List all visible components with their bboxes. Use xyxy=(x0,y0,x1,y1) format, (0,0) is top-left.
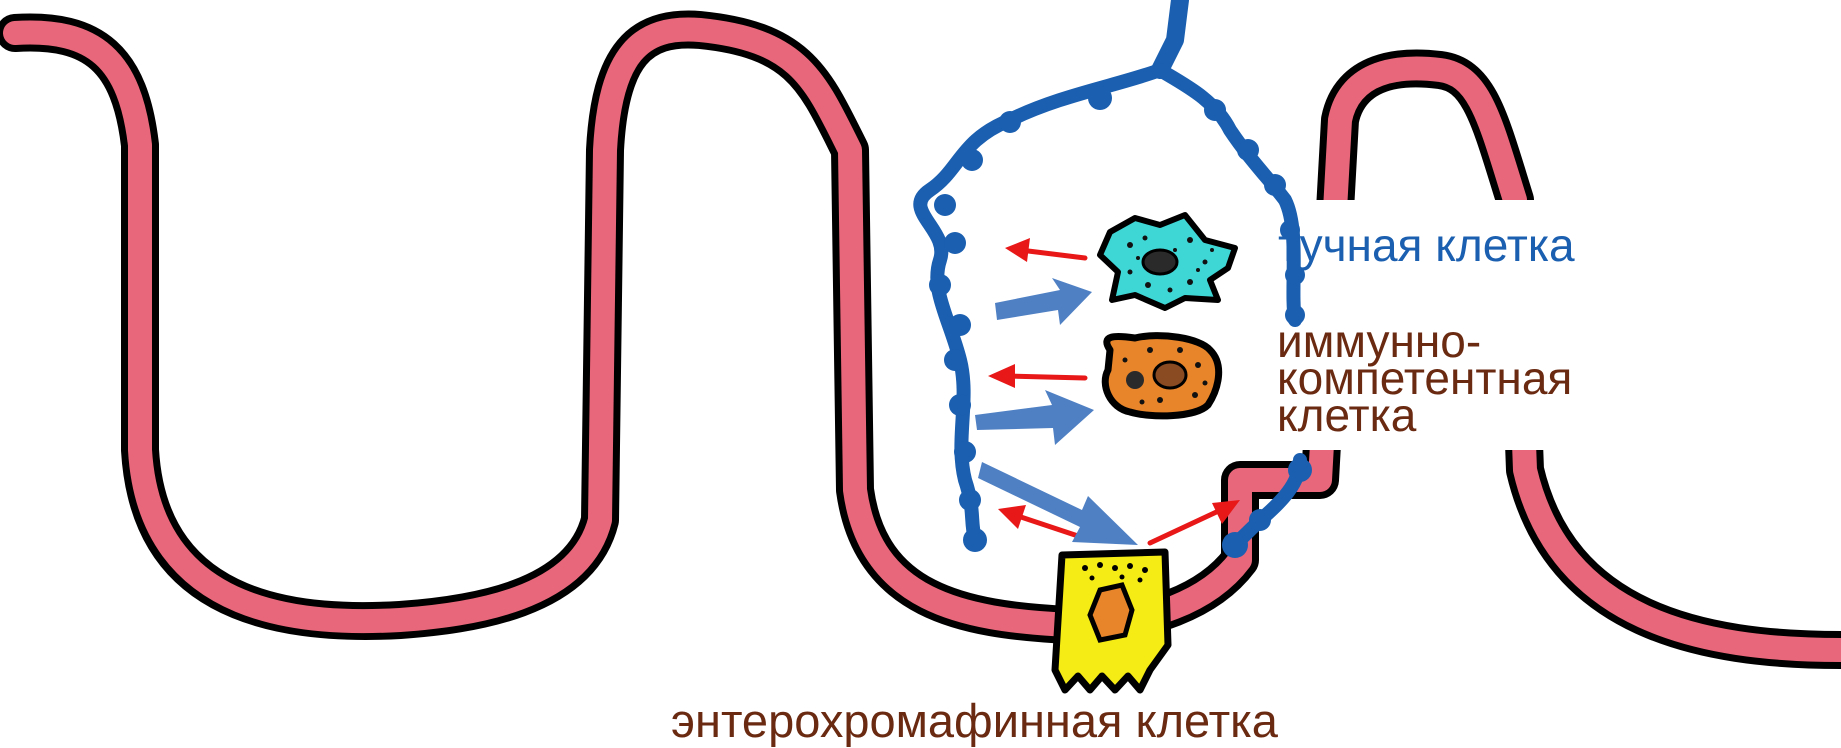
enterochromaffin-cell-label: энтерохромафинная клетка xyxy=(671,697,1278,744)
blue-arrow-to-immune xyxy=(975,390,1094,445)
immune-cell-icon xyxy=(1105,336,1218,416)
red-arrow-mast-to-vessel xyxy=(1005,238,1085,262)
red-arrow-immune-to-vessel xyxy=(988,364,1085,388)
mast-cell-label: тучная клетка xyxy=(1278,222,1575,268)
vessel-trunk xyxy=(1160,0,1180,70)
blue-arrows xyxy=(975,278,1138,545)
mast-cell-icon xyxy=(1100,215,1235,308)
enterochromaffin-cell-icon xyxy=(1055,552,1168,690)
immune-cell-label: иммунно- компетентная клетка xyxy=(1277,323,1572,434)
blue-arrow-to-mast xyxy=(995,278,1092,325)
blue-arrow-to-ec xyxy=(978,462,1138,545)
